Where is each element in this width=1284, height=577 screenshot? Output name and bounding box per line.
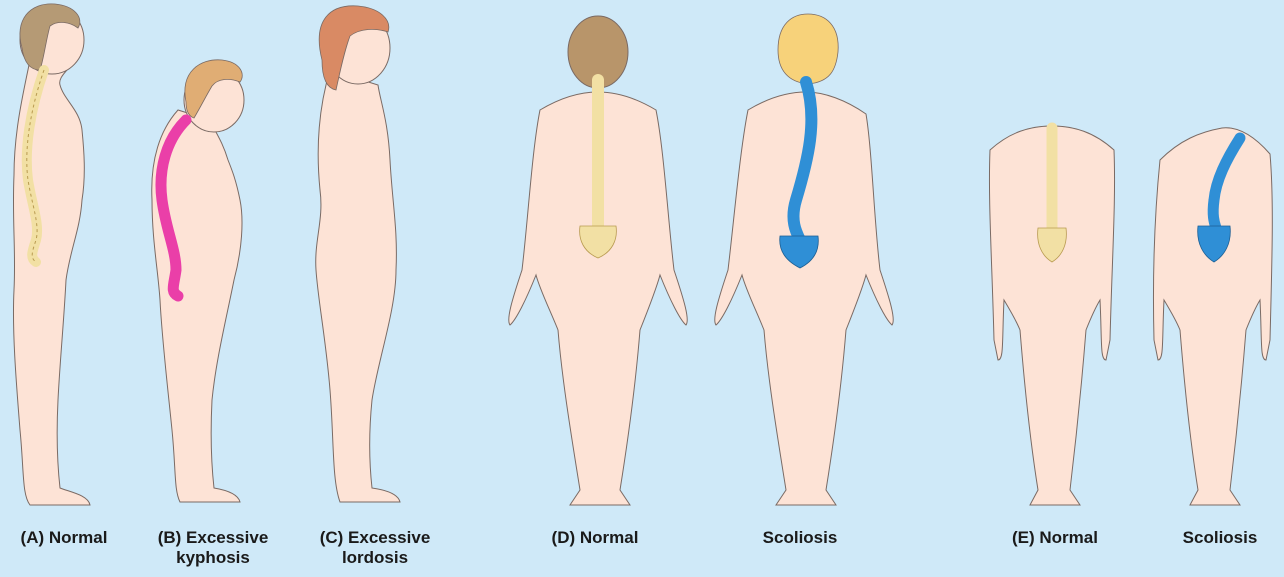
- label-b-line2: kyphosis: [138, 548, 288, 568]
- label-e-scoliosis-text: Scoliosis: [1160, 528, 1280, 548]
- figure-d-normal-back: [509, 16, 688, 505]
- label-e-normal: (E) Normal: [995, 528, 1115, 548]
- figure-b-kyphosis-side: [152, 60, 244, 502]
- figure-a-normal-side: [13, 4, 90, 505]
- label-d-normal: (D) Normal: [535, 528, 655, 548]
- label-a-normal: (A) Normal: [4, 528, 124, 548]
- label-c-line1: (C) Excessive: [300, 528, 450, 548]
- label-b-kyphosis: (B) Excessive kyphosis: [138, 528, 288, 568]
- figure-c-lordosis-side: [316, 6, 400, 502]
- label-e-normal-text: (E) Normal: [995, 528, 1115, 548]
- figure-e-normal-bend: [989, 126, 1114, 505]
- label-d-normal-text: (D) Normal: [535, 528, 655, 548]
- label-c-lordosis: (C) Excessive lordosis: [300, 528, 450, 568]
- label-a-line1: (A) Normal: [4, 528, 124, 548]
- figure-e-scoliosis-bend: [1153, 128, 1272, 505]
- figure-c-body: [316, 70, 400, 502]
- label-e-scoliosis: Scoliosis: [1160, 528, 1280, 548]
- figure-d-scoliosis-back: [715, 14, 894, 505]
- label-d-scoliosis-text: Scoliosis: [740, 528, 860, 548]
- label-d-scoliosis: Scoliosis: [740, 528, 860, 548]
- label-c-line2: lordosis: [300, 548, 450, 568]
- label-b-line1: (B) Excessive: [138, 528, 288, 548]
- figure-d-scoliosis-hair: [778, 14, 838, 84]
